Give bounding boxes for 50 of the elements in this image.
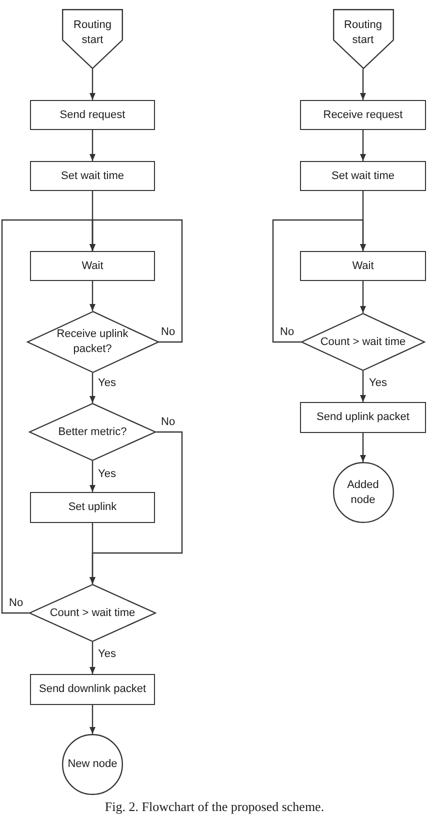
terminal-circle (62, 734, 123, 795)
step-label: Set wait time (61, 168, 124, 184)
flow-arrow (90, 281, 96, 311)
process-box (300, 161, 426, 191)
step-label: Set wait time (332, 168, 394, 184)
step-label: Better metric? (58, 424, 127, 440)
start-pentagon (62, 9, 123, 69)
step-label: Routing start (72, 18, 112, 48)
decision-diamond (301, 313, 425, 371)
figure-caption: Fig. 2. Flowchart of the proposed scheme. (104, 799, 324, 815)
step-label: Receive uplink packet? (56, 327, 130, 357)
process-box (30, 251, 155, 281)
process-box (30, 161, 155, 191)
loop-arrow (1, 219, 96, 614)
process-box (30, 674, 155, 705)
step-label: Receive request (323, 108, 403, 122)
step-label: Wait (352, 258, 374, 274)
decision-diamond (29, 584, 156, 642)
decision-diamond (26, 311, 158, 373)
terminal-circle (332, 462, 394, 523)
step-label: New node (68, 757, 118, 772)
loop-arrow (272, 219, 366, 343)
flow-arrow (90, 130, 96, 161)
process-box (300, 251, 426, 281)
step-label: Count > wait time (50, 606, 136, 620)
step-label: Send downlink packet (38, 682, 146, 697)
flow-arrow (90, 461, 96, 492)
process-box (300, 100, 426, 130)
process-box (300, 402, 426, 433)
decision-diamond (29, 403, 156, 461)
flow-arrow (360, 281, 366, 313)
step-label: Send uplink packet (316, 410, 410, 425)
flow-arrow (90, 705, 96, 734)
flow-arrow (90, 642, 96, 674)
step-label: Added node (346, 478, 380, 508)
process-box (30, 100, 155, 130)
flow-arrow (360, 130, 366, 161)
flow-arrow (90, 373, 96, 403)
step-label: Wait (82, 258, 104, 274)
step-label: Send request (60, 108, 126, 122)
process-box (30, 492, 155, 523)
flow-arrow (90, 69, 96, 100)
flow-arrow (360, 433, 366, 462)
step-label: Count > wait time (320, 334, 406, 350)
flow-arrow (360, 69, 366, 100)
step-label: Routing start (343, 18, 383, 48)
flow-arrow (360, 371, 366, 402)
step-label: Set uplink (68, 500, 117, 515)
flow-arrow (90, 523, 96, 584)
start-pentagon (332, 9, 394, 69)
